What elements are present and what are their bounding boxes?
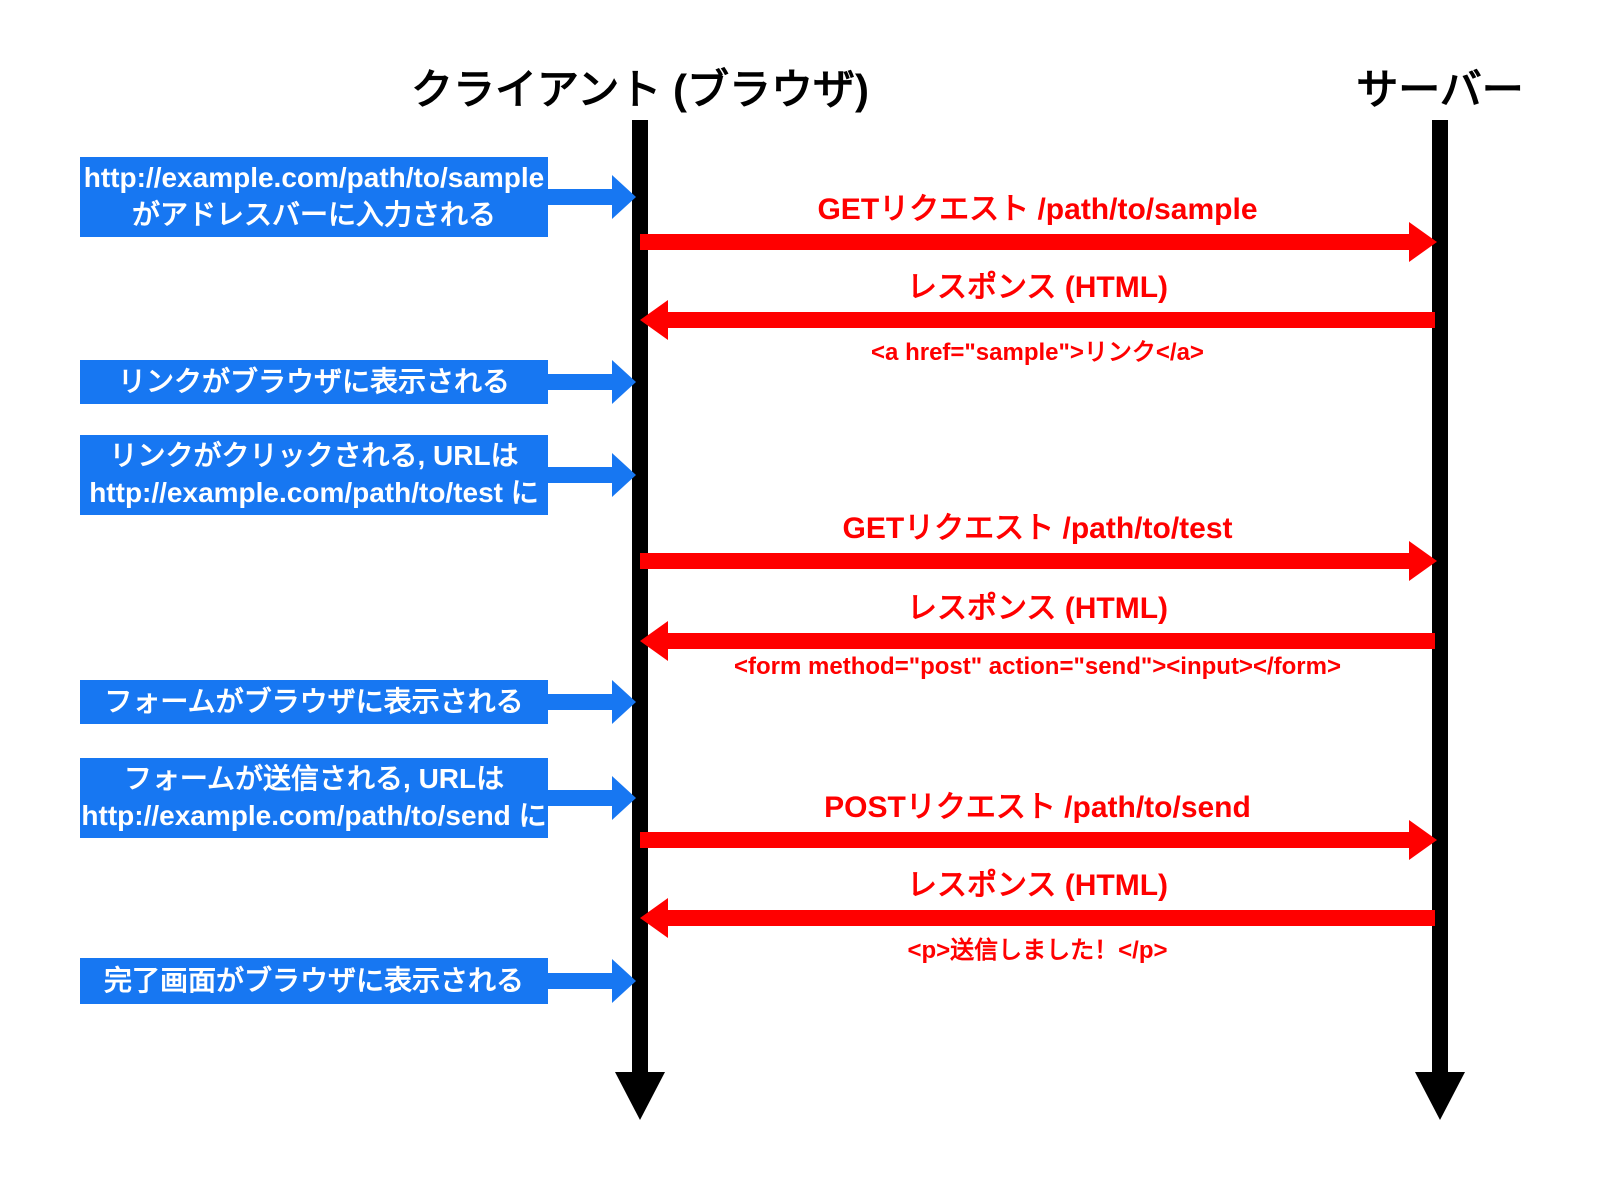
event-arrow-stem	[548, 189, 612, 205]
server-lifeline-title: サーバー	[1356, 66, 1524, 113]
event-arrow-stem	[548, 973, 612, 989]
right-arrowhead-icon	[612, 360, 636, 404]
message-arrow-bar	[640, 234, 1409, 250]
event-label: フォームがブラウザに表示される	[80, 680, 548, 724]
event-label: リンクがブラウザに表示される	[80, 360, 548, 404]
right-arrowhead-icon	[1409, 820, 1437, 860]
left-arrowhead-icon	[640, 300, 668, 340]
right-arrowhead-icon	[612, 959, 636, 1003]
event-link-displayed: リンクがブラウザに表示される	[80, 360, 780, 404]
right-arrowhead-icon	[612, 175, 636, 219]
event-label: フォームが送信される, URLは http://example.com/path…	[80, 758, 548, 838]
message-label: レスポンス (HTML)	[906, 869, 1169, 902]
event-form-displayed: フォームがブラウザに表示される	[80, 680, 780, 724]
event-arrow-stem	[548, 694, 612, 710]
event-link-clicked: リンクがクリックされる, URLは http://example.com/pat…	[80, 435, 780, 515]
client-lifeline-down-arrowhead-icon	[615, 1072, 665, 1120]
message-label: POSTリクエスト /path/to/send	[824, 791, 1251, 824]
message-label: レスポンス (HTML)	[906, 271, 1169, 304]
message-label: レスポンス (HTML)	[906, 592, 1169, 625]
right-arrowhead-icon	[1409, 222, 1437, 262]
event-arrow-stem	[548, 790, 612, 806]
event-form-submitted: フォームが送信される, URLは http://example.com/path…	[80, 758, 780, 838]
event-label: http://example.com/path/to/sample がアドレスバ…	[80, 157, 548, 237]
right-arrowhead-icon	[612, 776, 636, 820]
event-url-entered: http://example.com/path/to/sample がアドレスバ…	[80, 157, 780, 237]
event-arrow-stem	[548, 467, 612, 483]
right-arrowhead-icon	[612, 680, 636, 724]
right-arrowhead-icon	[612, 453, 636, 497]
message-arrow-bar	[640, 553, 1409, 569]
message-arrow-bar	[640, 832, 1409, 848]
message-payload-label: <form method="post" action="send"><input…	[734, 653, 1341, 680]
message-arrow-bar	[666, 312, 1435, 328]
left-arrowhead-icon	[640, 898, 668, 938]
message-label: GETリクエスト /path/to/sample	[817, 193, 1258, 226]
event-arrow-stem	[548, 374, 612, 390]
message-label: GETリクエスト /path/to/test	[842, 512, 1233, 545]
message-payload-label: <a href="sample">リンク</a>	[871, 339, 1204, 366]
event-label: 完了画面がブラウザに表示される	[80, 958, 548, 1004]
right-arrowhead-icon	[1409, 541, 1437, 581]
message-arrow-bar	[666, 633, 1435, 649]
event-label: リンクがクリックされる, URLは http://example.com/pat…	[80, 435, 548, 515]
client-lifeline-title: クライアント (ブラウザ)	[411, 66, 869, 113]
server-lifeline-down-arrowhead-icon	[1415, 1072, 1465, 1120]
left-arrowhead-icon	[640, 621, 668, 661]
message-arrow-bar	[666, 910, 1435, 926]
message-payload-label: <p>送信しました！</p>	[907, 937, 1168, 964]
event-complete-displayed: 完了画面がブラウザに表示される	[80, 958, 780, 1004]
